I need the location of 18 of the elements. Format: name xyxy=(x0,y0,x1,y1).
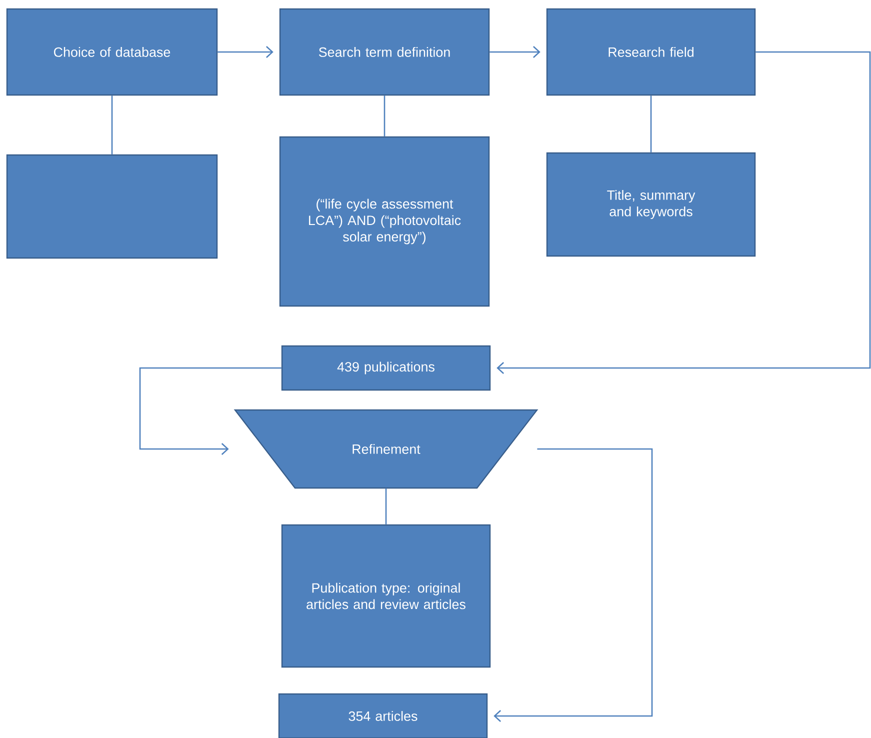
arrow xyxy=(494,448,653,722)
arrow xyxy=(496,51,871,374)
process-box: Research field xyxy=(546,8,756,96)
arrow xyxy=(490,46,540,58)
process-box: Search term definition xyxy=(279,8,490,96)
process-box: Choice of database xyxy=(6,8,218,96)
connector-line xyxy=(384,96,386,136)
connector-line xyxy=(650,96,652,152)
arrow xyxy=(218,46,274,58)
arrow xyxy=(139,367,282,455)
process-box: Publication type: original articles and review articles xyxy=(281,524,491,668)
connector-line xyxy=(385,488,387,524)
process-box: 354 articles xyxy=(278,693,488,738)
process-box xyxy=(6,154,218,259)
process-box: Title, summary and keywords xyxy=(546,152,756,257)
process-box: 439 publications xyxy=(281,345,491,391)
connector-line xyxy=(111,96,113,154)
process-box: (“life cycle assessment LCA”) AND (“photovoltaic solar energy”) xyxy=(279,136,490,307)
